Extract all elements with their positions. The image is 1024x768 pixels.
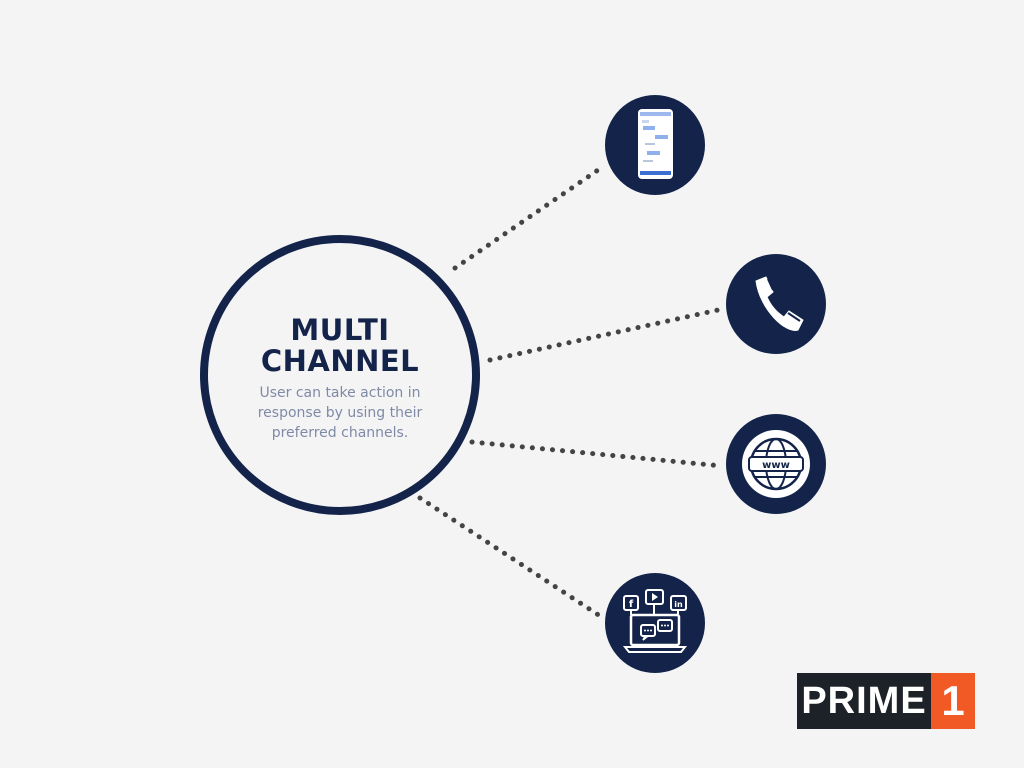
hub-description: User can take action in response by usin… (257, 385, 423, 441)
social-media-laptop-icon: f in (622, 589, 688, 653)
phone-call-icon (755, 276, 804, 331)
prime1-logo: PRIME 1 (797, 673, 975, 729)
svg-text:www: www (762, 460, 790, 471)
channel-social-node: f in (605, 573, 705, 673)
channel-sms-node (605, 95, 705, 195)
brand-name: PRIME (797, 673, 931, 729)
hub-title: MULTI CHANNEL (261, 315, 419, 377)
hub-title-line-1: MULTI (290, 313, 390, 347)
linkedin-icon: in (674, 600, 683, 609)
brand-number: 1 (931, 673, 975, 729)
youtube-play-icon (652, 593, 658, 601)
connector-phone (487, 307, 721, 363)
www-globe-icon: www (742, 430, 810, 498)
channel-phone-node (726, 254, 826, 354)
multichannel-hub: MULTI CHANNEL User can take action in re… (200, 235, 480, 515)
connector-web (469, 439, 725, 469)
connector-social (417, 495, 603, 619)
channel-web-node: www (726, 414, 826, 514)
facebook-icon: f (629, 599, 634, 610)
hub-title-line-2: CHANNEL (260, 344, 420, 378)
sms-chat-phone-icon (638, 109, 673, 179)
connector-sms (452, 167, 601, 271)
